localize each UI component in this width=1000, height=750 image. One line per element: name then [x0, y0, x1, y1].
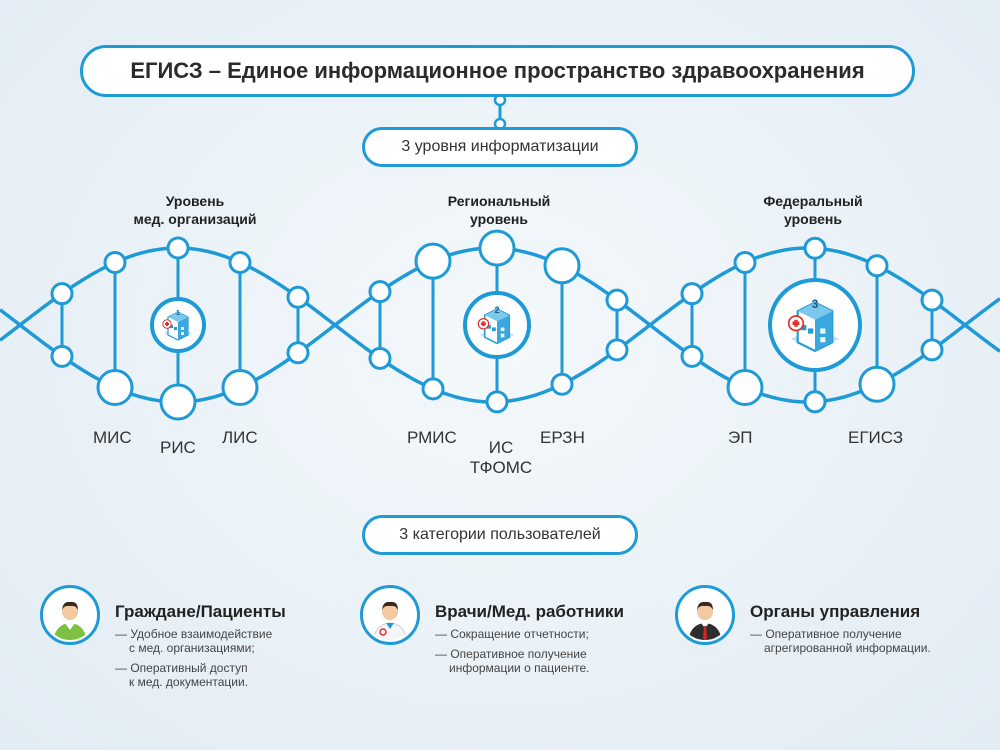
- helix-node: [50, 282, 74, 306]
- level-title-line1: Уровень: [165, 193, 225, 209]
- helix-node: [368, 346, 392, 370]
- category-line: — Сокращение отчетности;: [435, 627, 665, 641]
- hospital-building-icon: [477, 308, 515, 345]
- category-description: — Сокращение отчетности; — Оперативное п…: [435, 627, 665, 681]
- category-description: — Удобное взаимодействие с мед. организа…: [115, 627, 345, 695]
- category-line-text: — Сокращение отчетности;: [435, 627, 589, 641]
- helix-node: [421, 377, 445, 401]
- system-node: [414, 242, 452, 280]
- helix-node: [803, 390, 827, 414]
- helix-node: [485, 390, 509, 414]
- category-title: Органы управления: [750, 602, 921, 621]
- helix-node: [103, 250, 127, 274]
- system-label-erzn: ЕРЗН: [540, 428, 585, 447]
- system-node: [726, 369, 764, 407]
- category-line-text-cont: с мед. организациями;: [129, 641, 255, 655]
- users-header: 3 категории пользователей: [362, 515, 638, 555]
- system-node: [478, 229, 516, 267]
- category-line-text-cont: к мед. документации.: [129, 675, 249, 689]
- level-title-line2: уровень: [470, 211, 528, 227]
- category-line-text: — Оперативный доступ: [115, 661, 248, 675]
- helix-node: [680, 282, 704, 306]
- helix-node: [605, 288, 629, 312]
- system-node: [96, 369, 134, 407]
- category-description: — Оперативное получение агрегированной и…: [750, 627, 980, 661]
- citizen-avatar-icon: [40, 585, 100, 645]
- doctor-avatar-icon: [360, 585, 420, 645]
- helix-node: [733, 250, 757, 274]
- category-line-text: — Удобное взаимодействие: [115, 627, 273, 641]
- helix-node: [920, 288, 944, 312]
- helix-node: [286, 285, 310, 309]
- category-line: — Удобное взаимодействие с мед. организа…: [115, 627, 345, 655]
- helix-node: [368, 280, 392, 304]
- system-label-mis: МИС: [93, 428, 132, 447]
- levels-header: 3 уровня информатизации: [362, 127, 638, 167]
- helix-node: [166, 236, 190, 260]
- helix-node: [865, 254, 889, 278]
- helix-node: [286, 341, 310, 365]
- system-label-ep: ЭП: [728, 428, 753, 447]
- category-title: Врачи/Мед. работники: [435, 602, 624, 621]
- level-title-line1: Федеральный: [763, 193, 863, 209]
- hospital-building-icon: [162, 311, 192, 341]
- category-line: — Оперативное получение агрегированной и…: [750, 627, 980, 655]
- page-title: ЕГИСЗ – Единое информационное пространст…: [80, 45, 915, 97]
- helix-node: [680, 344, 704, 368]
- level-title-line2: мед. организаций: [133, 211, 257, 227]
- system-label-ris: РИС: [160, 438, 196, 457]
- category-line: — Оперативное получение информации о пац…: [435, 647, 665, 675]
- category-line-text: — Оперативное получение: [750, 627, 902, 641]
- helix-node: [550, 372, 574, 396]
- system-label-lis: ЛИС: [222, 428, 258, 447]
- level-number-badge: 1: [176, 310, 180, 317]
- level-title-federal: Федеральный уровень: [703, 192, 923, 228]
- helix-node: [228, 250, 252, 274]
- system-node: [221, 369, 259, 407]
- system-label-line1: ИС: [488, 438, 514, 457]
- category-line: — Оперативный доступ к мед. документации…: [115, 661, 345, 689]
- system-label-egisz: ЕГИСЗ: [848, 428, 904, 447]
- category-line-text-cont: информации о пациенте.: [449, 661, 590, 675]
- level-title-line2: уровень: [784, 211, 842, 227]
- category-line-text-cont: агрегированной информации.: [764, 641, 931, 655]
- helix-node: [803, 236, 827, 260]
- official-avatar-icon: [675, 585, 735, 645]
- helix-node: [50, 344, 74, 368]
- system-label-rmis: РМИС: [407, 428, 457, 447]
- level-title-line1: Региональный: [447, 193, 551, 209]
- level-number-badge: 3: [812, 297, 819, 311]
- hospital-building-icon: [787, 301, 840, 353]
- level-title-organizations: Уровень мед. организаций: [85, 192, 305, 228]
- level-number-badge: 2: [494, 305, 499, 315]
- system-node: [858, 365, 896, 403]
- helix-node: [920, 338, 944, 362]
- system-label-line2: ТФОМС: [469, 458, 533, 477]
- category-title: Граждане/Пациенты: [115, 602, 286, 621]
- system-node: [543, 247, 581, 285]
- system-node: [159, 383, 197, 421]
- helix-node: [605, 338, 629, 362]
- level-title-regional: Региональный уровень: [389, 192, 609, 228]
- system-label-is-tfoms: ИС ТФОМС: [466, 438, 536, 478]
- category-line-text: — Оперативное получение: [435, 647, 587, 661]
